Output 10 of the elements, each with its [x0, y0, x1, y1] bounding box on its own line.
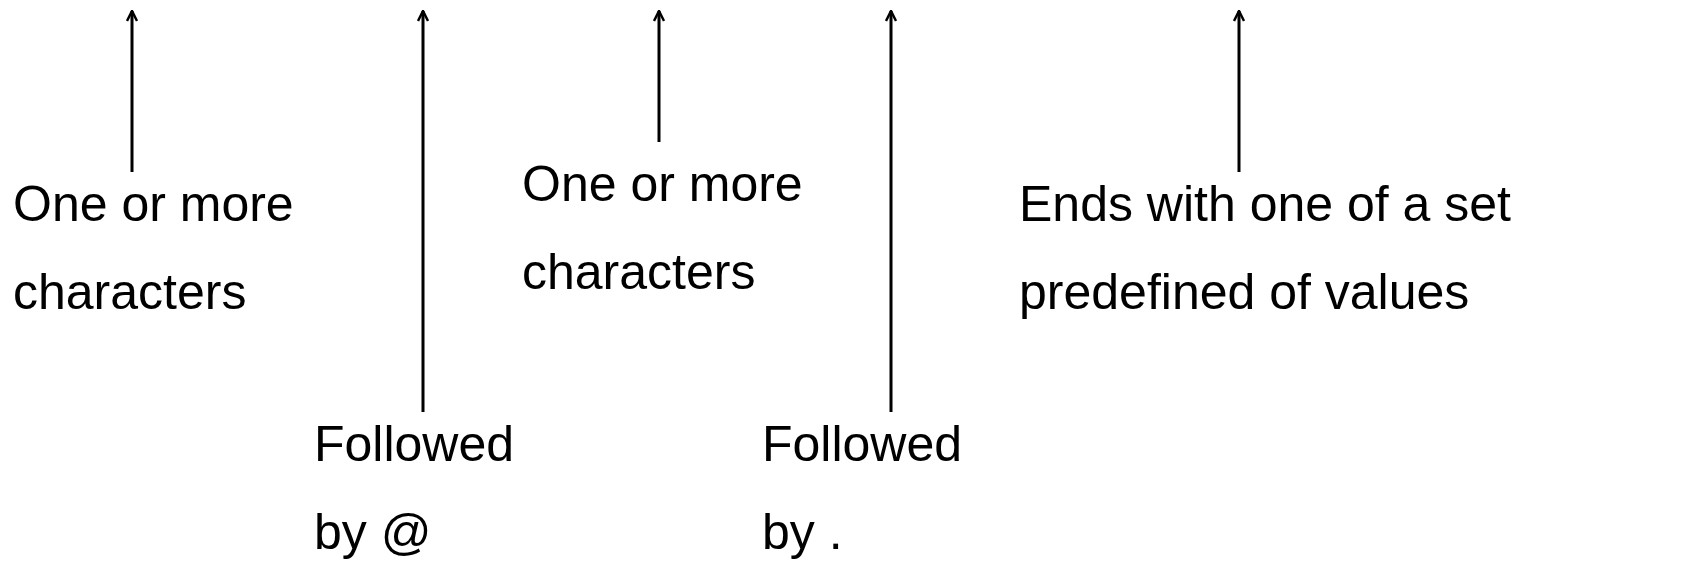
arrow	[125, 9, 139, 172]
arrow	[1232, 9, 1246, 172]
annotation-text: One or more characters	[13, 160, 383, 336]
annotation-text: Followed by @	[314, 400, 564, 567]
annotation-text: Ends with one of a set predefined of values	[1019, 160, 1689, 336]
arrow	[884, 9, 898, 412]
arrow	[652, 9, 666, 142]
annotation-text: One or more characters	[522, 140, 822, 316]
annotation-text: Followed by .	[762, 400, 1012, 567]
arrow	[416, 9, 430, 412]
